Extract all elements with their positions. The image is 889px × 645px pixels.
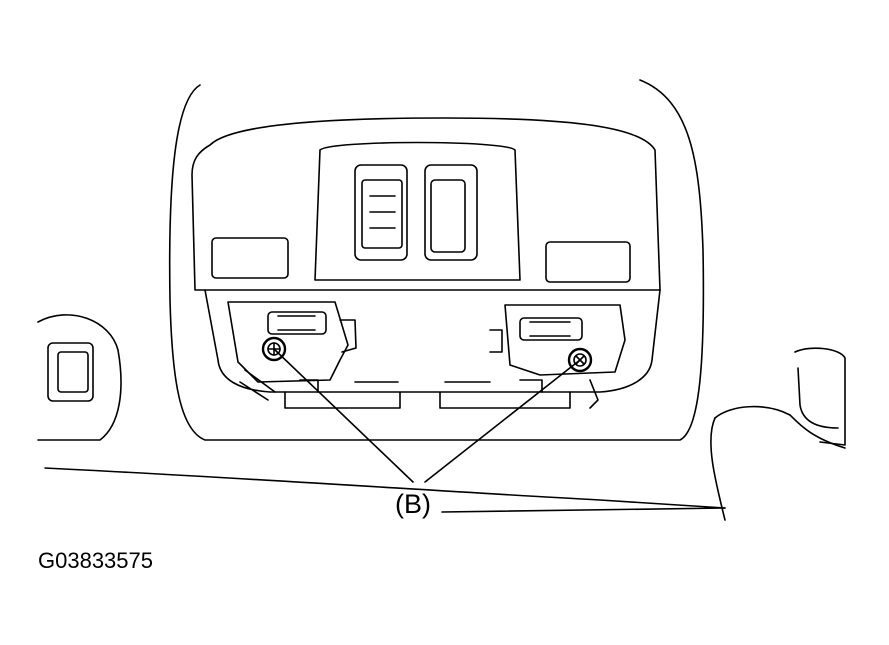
- left-side-trim: [37, 314, 122, 441]
- console-housing: [191, 117, 661, 393]
- headliner-trim: [44, 79, 726, 513]
- switch-bank: [314, 141, 521, 281]
- right-side-trim: [710, 347, 846, 521]
- callout-leader-lines: [273, 348, 581, 483]
- left-map-lamp: [227, 301, 357, 401]
- figure-code: G03833575: [38, 548, 153, 573]
- right-map-lamp: [489, 304, 626, 409]
- console-lower-tabs: [284, 379, 571, 409]
- callout-label-b: (B): [395, 489, 431, 519]
